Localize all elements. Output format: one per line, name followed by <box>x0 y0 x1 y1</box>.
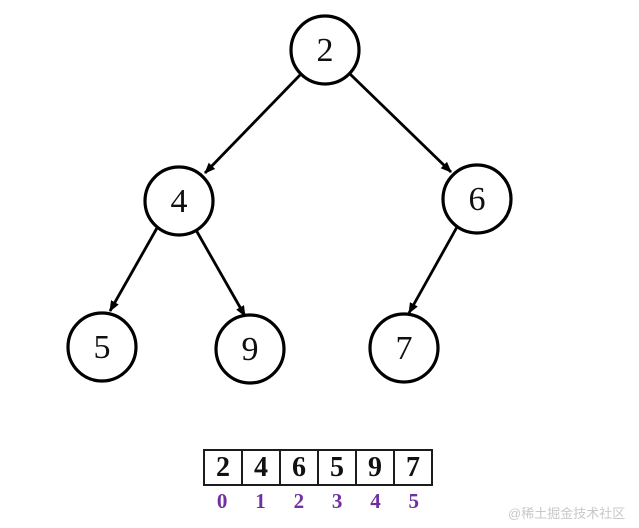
node-circle <box>289 14 361 86</box>
edge-2-to-6 <box>349 72 452 174</box>
tree-node-root: 2 <box>289 14 361 86</box>
node-circle <box>143 165 215 237</box>
edge-2-to-4 <box>203 73 303 174</box>
node-circle <box>368 312 440 384</box>
tree-node-left-left: 5 <box>66 311 138 383</box>
array-cell: 4 <box>243 451 281 484</box>
node-value: 7 <box>396 330 413 367</box>
tree-diagram: 2 4 6 5 9 7 <box>66 14 513 385</box>
node-circle <box>66 311 138 383</box>
node-value: 2 <box>317 32 334 69</box>
array-cell: 5 <box>319 451 357 484</box>
edge-4-to-9 <box>194 229 247 317</box>
array-representation: 2 4 6 5 9 7 <box>203 449 433 486</box>
node-circle <box>441 163 513 235</box>
node-circle <box>214 313 286 385</box>
watermark: @稀土掘金技术社区 <box>508 506 626 521</box>
tree-node-right: 6 <box>441 163 513 235</box>
array-index: 1 <box>255 489 266 513</box>
array-index: 5 <box>408 489 420 513</box>
array-cell: 7 <box>406 451 420 483</box>
array-index: 4 <box>370 489 381 513</box>
node-value: 5 <box>94 329 111 366</box>
array-index: 3 <box>331 489 343 513</box>
tree-node-right-left: 7 <box>368 312 440 384</box>
edge-6-to-7 <box>407 226 459 314</box>
array-cell: 6 <box>281 451 319 484</box>
node-value: 9 <box>242 331 259 368</box>
array-cell: 2 <box>205 451 243 484</box>
tree-node-left: 4 <box>143 165 215 237</box>
array-cell: 9 <box>357 451 395 484</box>
node-value: 6 <box>469 181 486 218</box>
tree-edges <box>108 72 459 317</box>
array-index: 0 <box>216 489 228 513</box>
node-value: 4 <box>171 183 188 220</box>
tree-node-left-right: 9 <box>214 313 286 385</box>
array-index-row: 0 1 2 3 4 5 <box>203 489 433 514</box>
array-index: 2 <box>293 489 305 513</box>
edge-4-to-5 <box>108 227 159 312</box>
